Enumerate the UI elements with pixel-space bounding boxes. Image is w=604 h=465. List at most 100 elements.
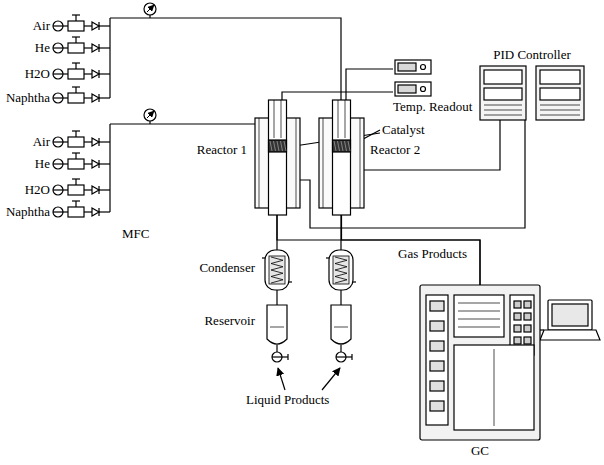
gc-module (430, 381, 444, 391)
check-valve (92, 186, 99, 194)
gc-cabinet (420, 285, 540, 440)
valve-bar (53, 211, 63, 212)
reservoir-vessel (267, 305, 287, 344)
gas-name: Air (0, 18, 50, 33)
pipe-connector (277, 215, 480, 285)
pid-vent (540, 105, 580, 106)
pid-display (540, 70, 580, 84)
catalyst-hatch (338, 141, 340, 151)
pipe (63, 73, 68, 74)
pipe (84, 211, 92, 212)
gauge-needle (147, 111, 154, 118)
laptop-display (552, 304, 588, 326)
catalyst-bed (269, 140, 287, 152)
shutoff-valve (53, 69, 63, 79)
thermowell (281, 100, 282, 138)
mass-flow-controller (68, 69, 84, 79)
gas-name: He (0, 156, 50, 171)
check-valve (92, 138, 99, 146)
pipe (84, 141, 92, 142)
gc-button (524, 325, 531, 332)
pipe (84, 73, 92, 74)
gc-vent (458, 303, 500, 304)
node-label: Reactor 2 (370, 142, 420, 157)
gc-side-panel (426, 295, 448, 425)
mass-flow-controller (68, 159, 84, 169)
condenser-coil (271, 257, 283, 283)
gauge-needle (147, 5, 154, 12)
feed-manifold (53, 3, 341, 217)
mfc-knob (72, 62, 80, 63)
furnace-wall (259, 118, 260, 208)
gas-name: Naphtha (0, 204, 50, 219)
valve-bar (336, 356, 346, 357)
coolant-port (262, 257, 265, 258)
mfc-knob (72, 86, 80, 87)
pipe (84, 97, 92, 98)
liquid-level (270, 327, 284, 328)
mfc-stem (75, 153, 76, 159)
gc-vent (458, 319, 500, 320)
feed-line (110, 18, 341, 100)
pipe (63, 25, 68, 26)
pid-vent (540, 110, 580, 111)
reactor-shape (255, 100, 300, 215)
check-valve (92, 160, 99, 168)
check-valve (92, 44, 99, 52)
drain-valve (272, 352, 282, 362)
node-label: Temp. Readout (393, 99, 472, 114)
pipe (99, 163, 110, 164)
shutoff-valve (53, 137, 63, 147)
pipe (99, 211, 110, 212)
pipe (84, 25, 92, 26)
pid-rack (536, 66, 584, 120)
catalyst-hatch (345, 141, 347, 151)
pipe (99, 47, 110, 48)
pipe (84, 47, 92, 48)
node-label: Reservoir (204, 313, 255, 328)
check-valve (92, 70, 99, 78)
valve-bar (53, 97, 63, 98)
gc-vent (458, 311, 500, 312)
node-label: GC (471, 443, 489, 458)
valve-handle (287, 354, 288, 360)
valve-handle (282, 356, 288, 357)
valve-bar (53, 25, 63, 26)
reactor: Reactor 2 (319, 100, 364, 215)
node-label: Reactor 1 (197, 142, 247, 157)
gc-button (524, 337, 531, 344)
catalyst-hatch (281, 141, 283, 151)
shutoff-valve (53, 93, 63, 103)
pipe (99, 73, 110, 74)
pipe (84, 163, 92, 164)
pipe (63, 97, 68, 98)
condenser-jacket (333, 256, 349, 284)
gc-button (514, 325, 521, 332)
shutoff-valve (53, 43, 63, 53)
condenser-shell (265, 250, 289, 290)
condenser-jacket (269, 256, 285, 284)
gc-module (430, 361, 444, 371)
mfc-knob (72, 152, 80, 153)
gc-oven-door (454, 295, 504, 337)
gas-chromatograph: GC (420, 285, 540, 440)
temp-readout-unit (395, 60, 431, 74)
furnace-wall (296, 118, 297, 208)
gc-door-seam (494, 349, 495, 426)
reactor-shape (319, 100, 364, 215)
catalyst-hatch (341, 141, 343, 151)
shutoff-valve (53, 159, 63, 169)
pipe (63, 163, 68, 164)
pid-vent (484, 105, 522, 106)
mass-flow-controller (68, 21, 84, 31)
mfc-stem (75, 15, 76, 21)
laptop-base (540, 330, 600, 340)
valve-bar (53, 163, 63, 164)
feed-line (110, 123, 268, 124)
outlet-pipe (340, 290, 341, 305)
pipe-connector (276, 290, 277, 305)
pipe (63, 141, 68, 142)
pid-vent (540, 115, 580, 116)
callout-label: Catalyst (382, 122, 425, 137)
shutoff-valve (53, 21, 63, 31)
